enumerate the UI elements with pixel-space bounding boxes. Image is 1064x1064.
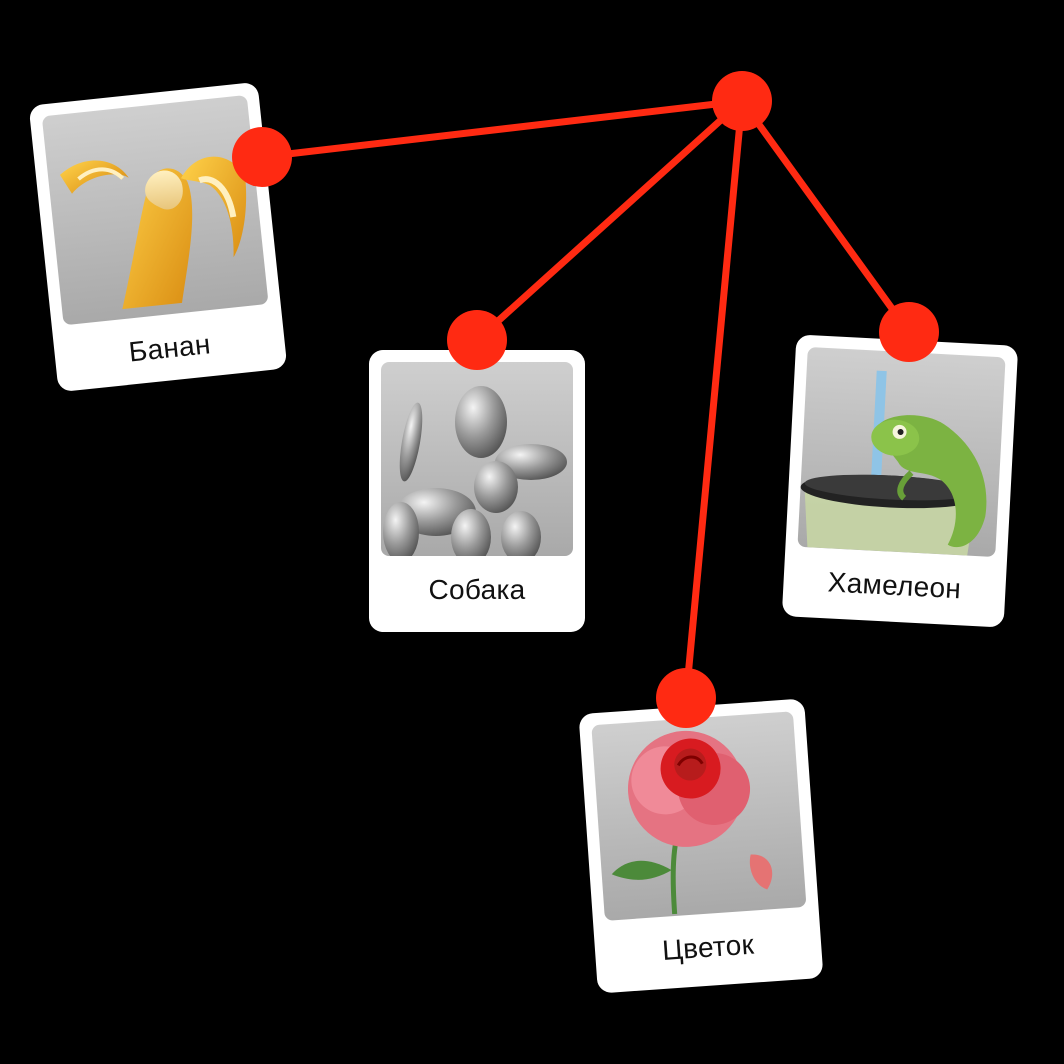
link-dog xyxy=(473,97,746,344)
link-flower xyxy=(682,97,746,702)
dog-photo xyxy=(381,362,573,556)
card-banana[interactable]: Банан xyxy=(28,81,288,393)
link-chameleon xyxy=(738,97,913,336)
flower-photo xyxy=(591,711,807,921)
hub-node-icon[interactable] xyxy=(712,71,772,131)
chameleon-pin-icon[interactable] xyxy=(879,302,939,362)
link-banana xyxy=(258,97,746,161)
card-flower[interactable]: Цветок xyxy=(578,698,824,994)
flower-pin-icon[interactable] xyxy=(656,668,716,728)
dog-pin-icon[interactable] xyxy=(447,310,507,370)
card-label: Собака xyxy=(428,574,526,605)
card-chameleon[interactable]: Хамелеон xyxy=(781,334,1019,628)
balloon-dog-illustration-icon xyxy=(383,386,567,556)
chameleon-cup-illustration-icon xyxy=(800,370,987,556)
rose-illustration-icon xyxy=(611,730,773,915)
banana-photo xyxy=(41,94,269,326)
banana-illustration-icon xyxy=(59,156,247,310)
card-dog[interactable]: Собака xyxy=(369,350,585,632)
banana-pin-icon[interactable] xyxy=(232,127,292,187)
chameleon-photo xyxy=(797,346,1006,558)
